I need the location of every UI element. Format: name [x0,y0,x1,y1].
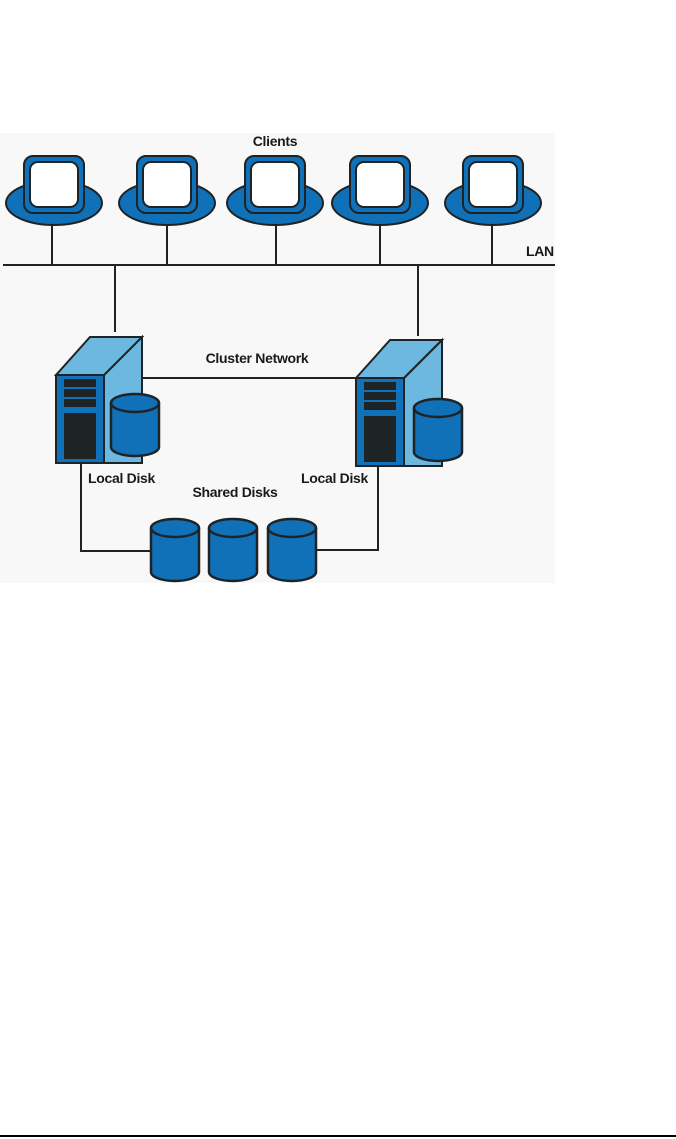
local-disk-left-label: Local Disk [88,470,156,486]
disk-cylinder-icon [414,399,462,461]
cluster-network-label: Cluster Network [206,350,309,366]
clients-label: Clients [253,133,298,149]
shared-disk-1 [151,519,199,581]
disk-cylinder-icon [111,394,159,456]
shared-disk-2 [209,519,257,581]
disk-cylinder-icon [268,519,316,581]
lan-label: LAN [526,243,554,259]
shared-disks-label: Shared Disks [192,484,278,500]
shared-disk-3 [268,519,316,581]
server-node-2-local-disk [414,399,462,461]
disk-cylinder-icon [151,519,199,581]
server-node-1-local-disk [111,394,159,456]
page-bottom-rule [0,1135,676,1137]
disk-cylinder-icon [209,519,257,581]
local-disk-right-label: Local Disk [301,470,369,486]
